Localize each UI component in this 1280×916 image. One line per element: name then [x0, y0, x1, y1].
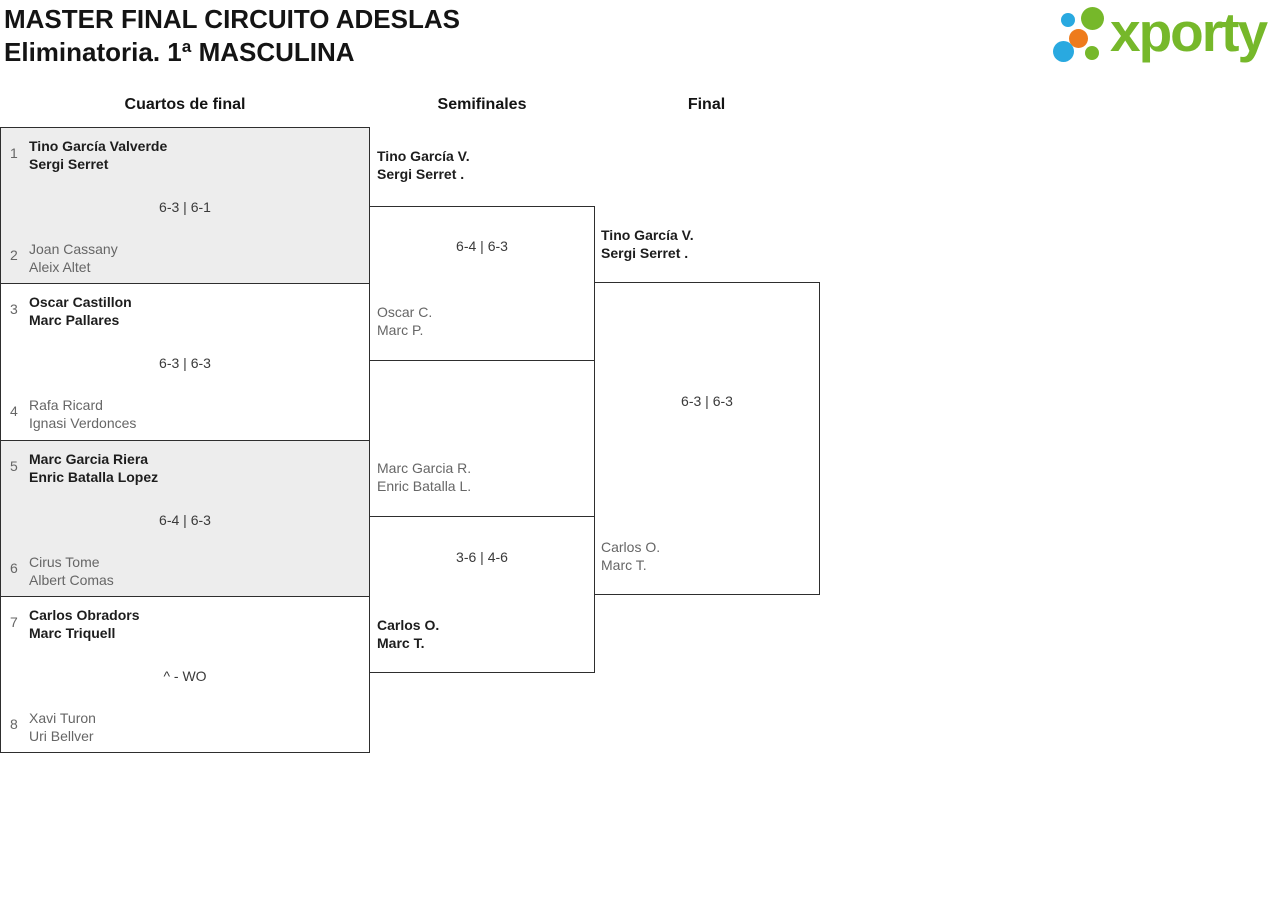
player-name: Tino García V. — [601, 227, 694, 243]
seed-number: 5 — [10, 457, 18, 474]
match-quarterfinal-4: 7 Carlos Obradors Marc Triquell ^ - WO 8… — [1, 595, 369, 752]
team-pair-loser: Marc Garcia R. Enric Batalla L. — [377, 459, 471, 495]
column-header-cuartos: Cuartos de final — [124, 96, 246, 113]
player-name: Oscar Castillon — [29, 294, 132, 311]
player-name: Oscar C. — [377, 304, 433, 320]
match-quarterfinal-2: 3 Oscar Castillon Marc Pallares 6-3 | 6-… — [1, 283, 369, 440]
match-score: ^ - WO — [163, 667, 207, 684]
player-name: Marc Triquell — [29, 624, 116, 641]
player-name: Carlos O. — [601, 539, 661, 555]
match-score: 3-6 | 4-6 — [456, 549, 508, 565]
match-score: 6-3 | 6-3 — [681, 393, 733, 409]
player-name: Marc P. — [377, 322, 424, 338]
team-pair-loser: Carlos O. Marc T. — [601, 538, 660, 574]
player-name: Cirus Tome — [29, 553, 100, 570]
page-subtitle: Eliminatoria. 1ª MASCULINA — [4, 37, 355, 67]
player-name: Xavi Turon — [29, 709, 96, 726]
player-name: Enric Batalla L. — [377, 478, 472, 494]
logo-wordmark: xporty — [1110, 1, 1268, 63]
seed-number: 7 — [10, 613, 18, 630]
match-quarterfinal-1: 1 Tino García Valverde Sergi Serret 6-3 … — [1, 128, 369, 284]
match-score: 6-3 | 6-1 — [159, 199, 211, 215]
player-name: Marc Pallares — [29, 312, 120, 329]
player-name: Sergi Serret . — [601, 245, 689, 261]
seed-number: 4 — [10, 403, 18, 420]
player-name: Uri Bellver — [29, 727, 94, 744]
player-name: Tino García V. — [377, 148, 470, 164]
player-name: Aleix Altet — [29, 259, 91, 275]
player-name: Ignasi Verdonces — [29, 415, 137, 432]
seed-number: 3 — [10, 301, 18, 318]
match-final-box — [594, 282, 820, 595]
team-pair-winner: Tino García V. Sergi Serret . — [377, 147, 470, 183]
player-name: Rafa Ricard — [29, 397, 103, 414]
player-name: Marc Garcia Riera — [29, 450, 149, 467]
player-name: Tino García Valverde — [29, 138, 168, 154]
page-header: MASTER FINAL CIRCUITO ADESLAS Eliminator… — [4, 3, 460, 69]
match-score: 6-3 | 6-3 — [159, 355, 211, 372]
team-pair-winner: Tino García Valverde Sergi Serret — [29, 137, 167, 173]
team-pair-winner: Carlos O. Marc T. — [377, 616, 439, 652]
team-pair-winner: Marc Garcia Riera Enric Batalla Lopez — [29, 450, 158, 486]
player-name: Carlos Obradors — [29, 606, 140, 623]
match-quarterfinal-3: 5 Marc Garcia Riera Enric Batalla Lopez … — [1, 439, 369, 596]
seed-number: 1 — [10, 145, 18, 161]
match-score: 6-4 | 6-3 — [159, 511, 211, 528]
seed-number: 6 — [10, 559, 18, 576]
seed-number: 2 — [10, 247, 18, 263]
player-name: Marc T. — [601, 557, 647, 573]
player-name: Marc Garcia R. — [377, 460, 472, 476]
logo-dot-orange-icon — [1069, 29, 1088, 48]
team-pair-loser: Joan Cassany Aleix Altet — [29, 240, 118, 276]
player-name: Enric Batalla Lopez — [29, 468, 159, 485]
column-header-final: Final — [687, 96, 726, 113]
team-pair-winner: Carlos Obradors Marc Triquell — [29, 606, 139, 642]
logo-dot-green-small-icon — [1085, 46, 1099, 60]
team-pair-loser: Oscar C. Marc P. — [377, 303, 432, 339]
logo-dot-green-large-icon — [1081, 7, 1104, 30]
player-name: Carlos O. — [377, 617, 440, 633]
xporty-logo: xporty — [1045, 0, 1280, 75]
seed-number: 8 — [10, 715, 18, 732]
page-title: MASTER FINAL CIRCUITO ADESLAS — [4, 4, 460, 34]
logo-dot-blue-large-icon — [1053, 41, 1074, 62]
team-pair-loser: Rafa Ricard Ignasi Verdonces — [29, 396, 136, 432]
player-name: Sergi Serret — [29, 156, 109, 172]
team-pair-winner: Tino García V. Sergi Serret . — [601, 226, 694, 262]
team-pair-loser: Cirus Tome Albert Comas — [29, 553, 114, 589]
player-name: Albert Comas — [29, 571, 114, 588]
quarterfinals-column: 1 Tino García Valverde Sergi Serret 6-3 … — [0, 127, 370, 753]
team-pair-loser: Xavi Turon Uri Bellver — [29, 709, 96, 745]
column-header-semifinales: Semifinales — [437, 96, 527, 113]
player-name: Sergi Serret . — [377, 166, 465, 182]
player-name: Marc T. — [377, 635, 425, 651]
match-score: 6-4 | 6-3 — [456, 238, 508, 254]
player-name: Joan Cassany — [29, 241, 118, 257]
team-pair-winner: Oscar Castillon Marc Pallares — [29, 293, 132, 329]
logo-dot-blue-small-icon — [1061, 13, 1075, 27]
